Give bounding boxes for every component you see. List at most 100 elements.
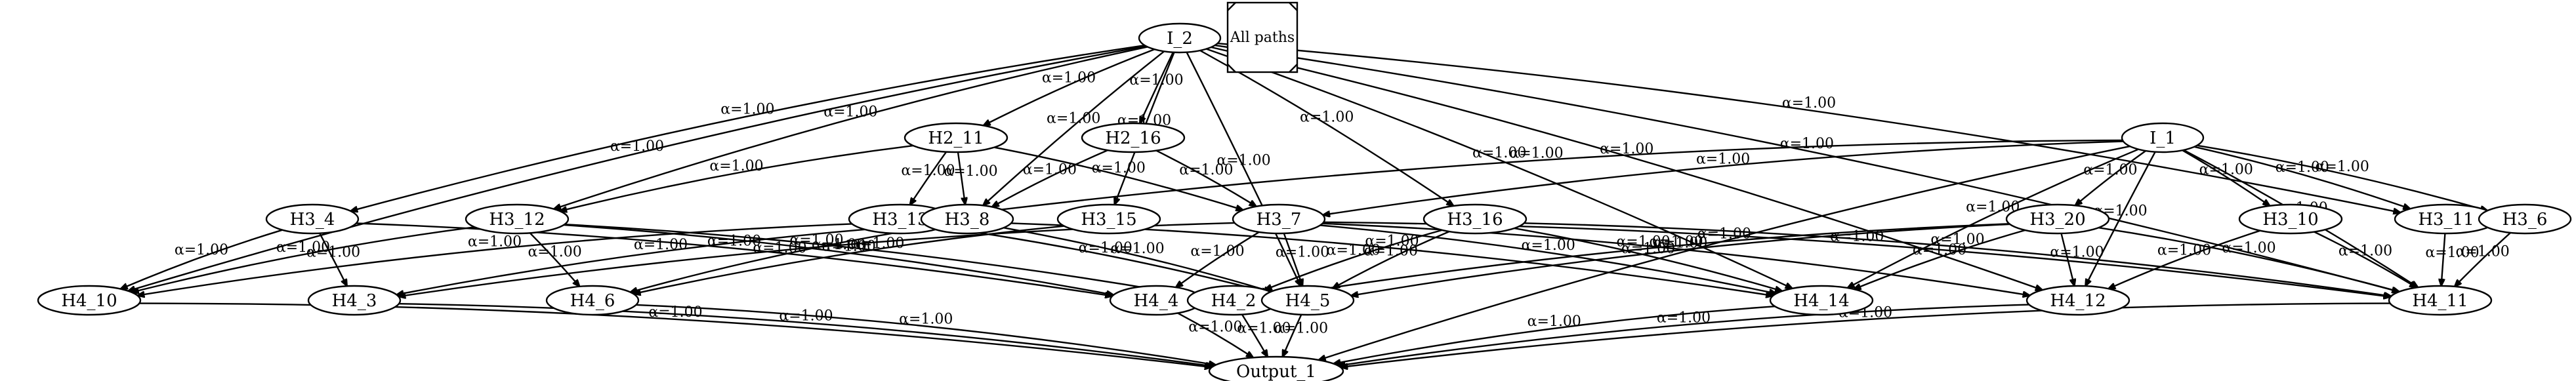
node-shape: [1056, 203, 1161, 235]
node-label: H3_10: [2262, 210, 2318, 230]
edge-H3_16-to-H4_5: [1333, 230, 1450, 289]
edge-label: α=1.00: [2083, 162, 2137, 178]
node-H4_10: H4_10: [37, 285, 142, 316]
edge-label: α=1.00: [1079, 240, 1132, 256]
edge-H3_20-to-H4_14: [1854, 229, 2025, 289]
edge-H2_16-to-H3_8: [992, 149, 1108, 207]
edge-H3_12-to-H4_10: [132, 226, 475, 292]
edge-label: α=1.00: [1522, 237, 1575, 254]
node-H4_4: H4_4: [1109, 285, 1203, 316]
edge-H3_16-to-H4_14: [1514, 227, 1782, 291]
edge-label: α=1.00: [1216, 152, 1270, 169]
node-label: H4_10: [61, 291, 117, 311]
edge-label: α=1.00: [1047, 111, 1100, 127]
node-label: H3_12: [489, 210, 545, 230]
node-shape: [1769, 285, 1874, 316]
edge-H3_7-to-H4_14: [1320, 224, 1776, 294]
edge-H3_20-to-H4_11: [2098, 227, 2399, 292]
node-I_2: I_2: [1138, 22, 1222, 54]
edge-label: α=1.00: [1190, 243, 1244, 260]
node-H3_16: H3_16: [1423, 203, 1527, 235]
edge-label: α=1.00: [2157, 243, 2211, 259]
edge-I_2-to-H3_11: [1217, 43, 2401, 212]
edge-label: α=1.00: [2050, 245, 2104, 261]
legend-box: All paths: [1226, 1, 1298, 73]
node-shape: [2478, 203, 2572, 235]
legend-title: All paths: [1230, 30, 1295, 46]
node-label: I_2: [1167, 29, 1193, 49]
edge-H3_8-to-H4_3: [397, 224, 925, 295]
node-shape: [545, 285, 640, 316]
edge-label: α=1.00: [720, 101, 774, 117]
edge-label: α=1.00: [850, 235, 904, 252]
edge-label: α=1.00: [1274, 321, 1328, 337]
node-label: H4_6: [570, 291, 615, 311]
edge-label: α=1.00: [899, 311, 953, 327]
edge-label: α=1.00: [1364, 243, 1418, 260]
edge-H3_12-to-H4_2: [564, 224, 1190, 295]
node-H3_15: H3_15: [1056, 203, 1161, 235]
edge-label: α=1.00: [1697, 226, 1751, 243]
legend-corner-marks: [1227, 2, 1298, 73]
edge-H3_12-to-H4_6: [529, 232, 580, 287]
edge-H3_11-to-H4_11: [2441, 233, 2446, 286]
edge-I_1-to-H3_11: [2193, 146, 2410, 209]
node-shape: [465, 203, 570, 235]
edge-H3_13-to-H4_5: [942, 226, 1269, 293]
edge-H3_16-to-H4_2: [1265, 229, 1443, 290]
edge-label: α=1.00: [709, 158, 763, 174]
edge-label: α=1.00: [822, 239, 876, 255]
edge-label: α=1.00: [707, 233, 761, 250]
node-shape: [2121, 122, 2205, 153]
edge-label: α=1.00: [1782, 95, 1836, 111]
edge-label: α=1.00: [2222, 240, 2275, 256]
edge-label: α=1.00: [1110, 241, 1164, 257]
node-H4_5: H4_5: [1260, 285, 1355, 316]
edge-label: α=1.00: [528, 244, 581, 260]
node-label: H3_8: [945, 210, 990, 230]
node-shape: [1138, 22, 1222, 54]
edge-I_1-to-H3_7: [1323, 140, 2124, 215]
node-H3_7: H3_7: [1232, 203, 1326, 235]
node-H3_20: H3_20: [2005, 203, 2110, 235]
node-shape: [1081, 122, 1186, 153]
edge-H3_7-to-H4_12: [1322, 222, 2030, 296]
edge-label: α=1.00: [1913, 242, 1966, 258]
node-shape: [2388, 285, 2493, 316]
edge-I_1-to-H3_20: [2075, 150, 2146, 205]
node-shape: [904, 122, 1008, 153]
edge-label: α=1.00: [1092, 160, 1146, 176]
edge-H4_5-to-Output_1: [1283, 314, 1302, 357]
edge-label: α=1.00: [779, 308, 833, 324]
edge-label: α=1.00: [1616, 234, 1670, 251]
edge-H3_10-to-H4_11: [2314, 231, 2417, 288]
node-label: H2_16: [1105, 129, 1161, 148]
node-H3_10: H3_10: [2238, 203, 2343, 235]
edge-I_1-to-H3_6: [2197, 144, 2487, 211]
edge-label: α=1.00: [1042, 70, 1096, 86]
edge-label: α=1.00: [1600, 141, 1653, 157]
edge-H4_3-to-Output_1: [398, 303, 1213, 366]
edge-I_2-to-H3_16: [1199, 49, 1453, 206]
edge-label: α=1.00: [812, 237, 865, 253]
edge-label: α=1.00: [1188, 319, 1242, 336]
node-H4_14: H4_14: [1769, 285, 1874, 316]
edge-I_2-to-H3_4: [350, 45, 1145, 211]
node-shape: [920, 203, 1014, 235]
node-shape: [2005, 203, 2110, 235]
node-label: H3_13: [872, 210, 928, 230]
node-label: H4_12: [2050, 291, 2106, 311]
node-label: H3_7: [1257, 210, 1302, 230]
edge-I_2-to-H4_14: [1206, 48, 1793, 289]
node-label: H3_16: [1447, 210, 1503, 230]
edge-H4_4-to-Output_1: [1177, 312, 1253, 357]
edge-H3_8-to-H4_6: [631, 226, 930, 292]
edge-H3_4-to-H4_10: [121, 229, 283, 289]
node-label: Output_1: [1236, 362, 1316, 381]
edge-H3_7-to-H4_5: [1283, 233, 1302, 286]
edge-I_2-to-H4_10: [128, 45, 1146, 291]
edge-label: α=1.00: [1653, 235, 1707, 251]
node-label: H3_15: [1081, 210, 1136, 230]
edge-label: α=1.00: [1830, 228, 1884, 245]
